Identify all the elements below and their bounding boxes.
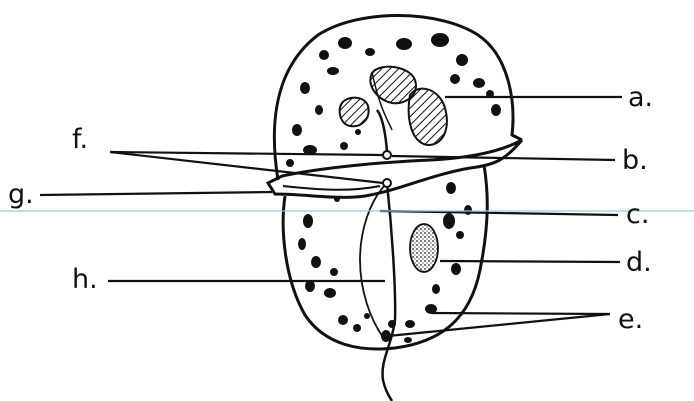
- label-b: b.: [622, 145, 648, 176]
- label-lines: [40, 97, 622, 336]
- label-e: e.: [618, 304, 643, 335]
- label-h: h.: [72, 264, 98, 295]
- label-d: d.: [626, 247, 652, 278]
- flagellar-pore-upper: [383, 151, 391, 159]
- label-g: g.: [8, 179, 34, 210]
- label-a: a.: [628, 82, 653, 113]
- line-d: [440, 261, 620, 262]
- stippled-body: [410, 224, 438, 272]
- label-f: f.: [72, 124, 88, 155]
- line-g: [40, 192, 272, 195]
- line-f-upper: [110, 152, 383, 155]
- line-e-upper: [432, 313, 610, 314]
- flagellar-pore-lower: [383, 179, 391, 187]
- line-e-lower: [388, 314, 610, 336]
- label-c: c.: [626, 199, 649, 230]
